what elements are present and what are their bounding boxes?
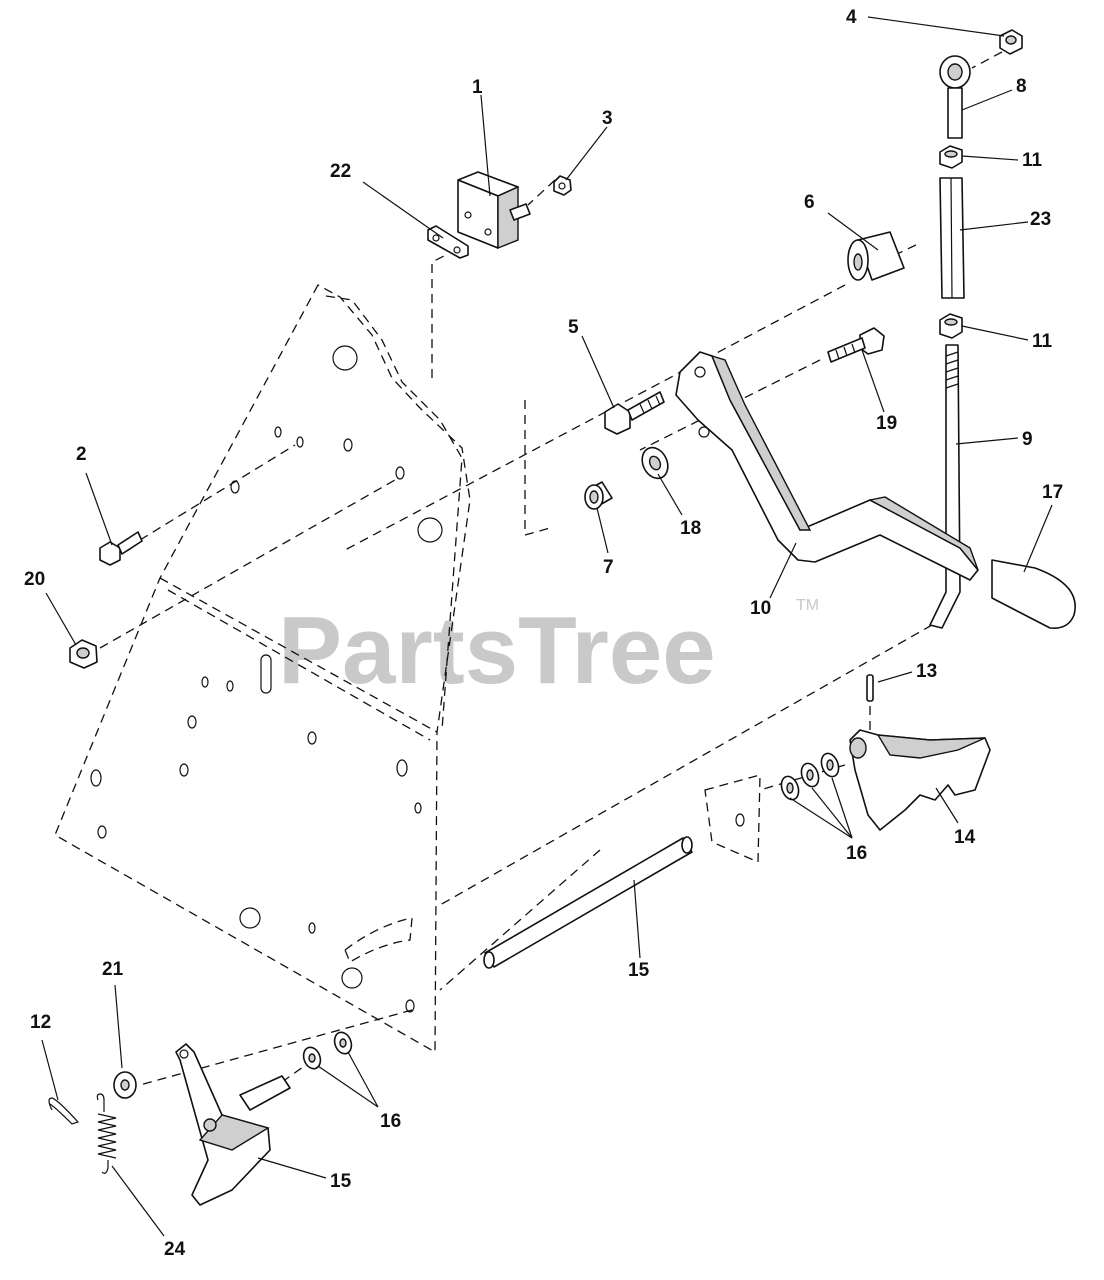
leader-lines <box>41 16 1053 1237</box>
assembly-lines <box>99 51 1003 1086</box>
callout-12: 12 <box>30 1012 51 1033</box>
callout-1: 1 <box>472 77 483 98</box>
part-11-nut-upper[interactable] <box>939 145 963 169</box>
callout-2: 2 <box>76 444 87 465</box>
frame-plate <box>54 284 471 1054</box>
part-11-nut-lower[interactable] <box>939 313 963 339</box>
part-2-bolt[interactable] <box>99 531 143 566</box>
part-20-nut[interactable] <box>69 639 98 669</box>
callout-19: 19 <box>876 413 897 434</box>
callout-16-right: 16 <box>846 843 867 864</box>
part-7-bushing[interactable] <box>584 481 613 510</box>
callout-16-left: 16 <box>380 1111 401 1132</box>
callout-24: 24 <box>164 1239 186 1260</box>
part-5-bolt[interactable] <box>604 391 665 435</box>
bracket-outline <box>704 774 761 863</box>
part-12-clip[interactable] <box>48 1097 80 1125</box>
bracket-hole <box>735 813 745 827</box>
part-8-rod-end[interactable] <box>939 55 971 139</box>
callout-10: 10 <box>750 598 771 619</box>
watermark-trademark: TM <box>796 597 819 614</box>
callout-21: 21 <box>102 959 124 980</box>
callout-9: 9 <box>1022 429 1033 450</box>
callout-20: 20 <box>24 569 45 590</box>
callout-7: 7 <box>603 557 614 578</box>
callout-8: 8 <box>1016 76 1027 97</box>
part-13-pin[interactable] <box>866 674 874 702</box>
part-14-pedal-right[interactable] <box>849 729 991 831</box>
callout-15-pedal: 15 <box>330 1171 352 1192</box>
callout-14: 14 <box>954 827 976 848</box>
callout-18: 18 <box>680 518 701 539</box>
part-24-spring[interactable] <box>96 1093 117 1174</box>
callout-23: 23 <box>1030 209 1051 230</box>
callout-22: 22 <box>330 161 351 182</box>
part-1-block[interactable] <box>457 171 531 250</box>
callout-15-shaft: 15 <box>628 960 650 981</box>
part-10-lever-arm[interactable] <box>675 351 979 581</box>
part-6-spacer[interactable] <box>847 231 905 281</box>
part-3-nut[interactable] <box>553 175 572 196</box>
part-4-nut[interactable] <box>999 29 1023 55</box>
part-17-pad[interactable] <box>991 559 1076 630</box>
part-16-washers-left[interactable] <box>301 1030 355 1071</box>
callout-5: 5 <box>568 317 579 338</box>
callout-17: 17 <box>1042 482 1063 503</box>
watermark-text: PartsTree <box>278 597 716 704</box>
callout-13: 13 <box>916 661 937 682</box>
callout-4: 4 <box>846 7 857 28</box>
part-19-bolt[interactable] <box>827 327 885 363</box>
part-16-washers-right[interactable] <box>778 751 841 802</box>
callout-labels: 1 2 3 4 5 6 7 8 9 10 11 11 12 13 14 15 1… <box>24 7 1063 1260</box>
callout-6: 6 <box>804 192 815 213</box>
callout-11-upper: 11 <box>1022 150 1043 171</box>
part-23-coupling[interactable] <box>939 177 965 299</box>
part-15-pedal-left[interactable] <box>175 1043 291 1206</box>
part-15-shaft[interactable] <box>483 836 693 969</box>
callout-11-lower: 11 <box>1032 331 1053 352</box>
part-9-rod[interactable] <box>929 344 961 629</box>
part-18-washer[interactable] <box>637 443 672 482</box>
callout-3: 3 <box>602 108 613 129</box>
part-21-washer[interactable] <box>113 1071 137 1099</box>
